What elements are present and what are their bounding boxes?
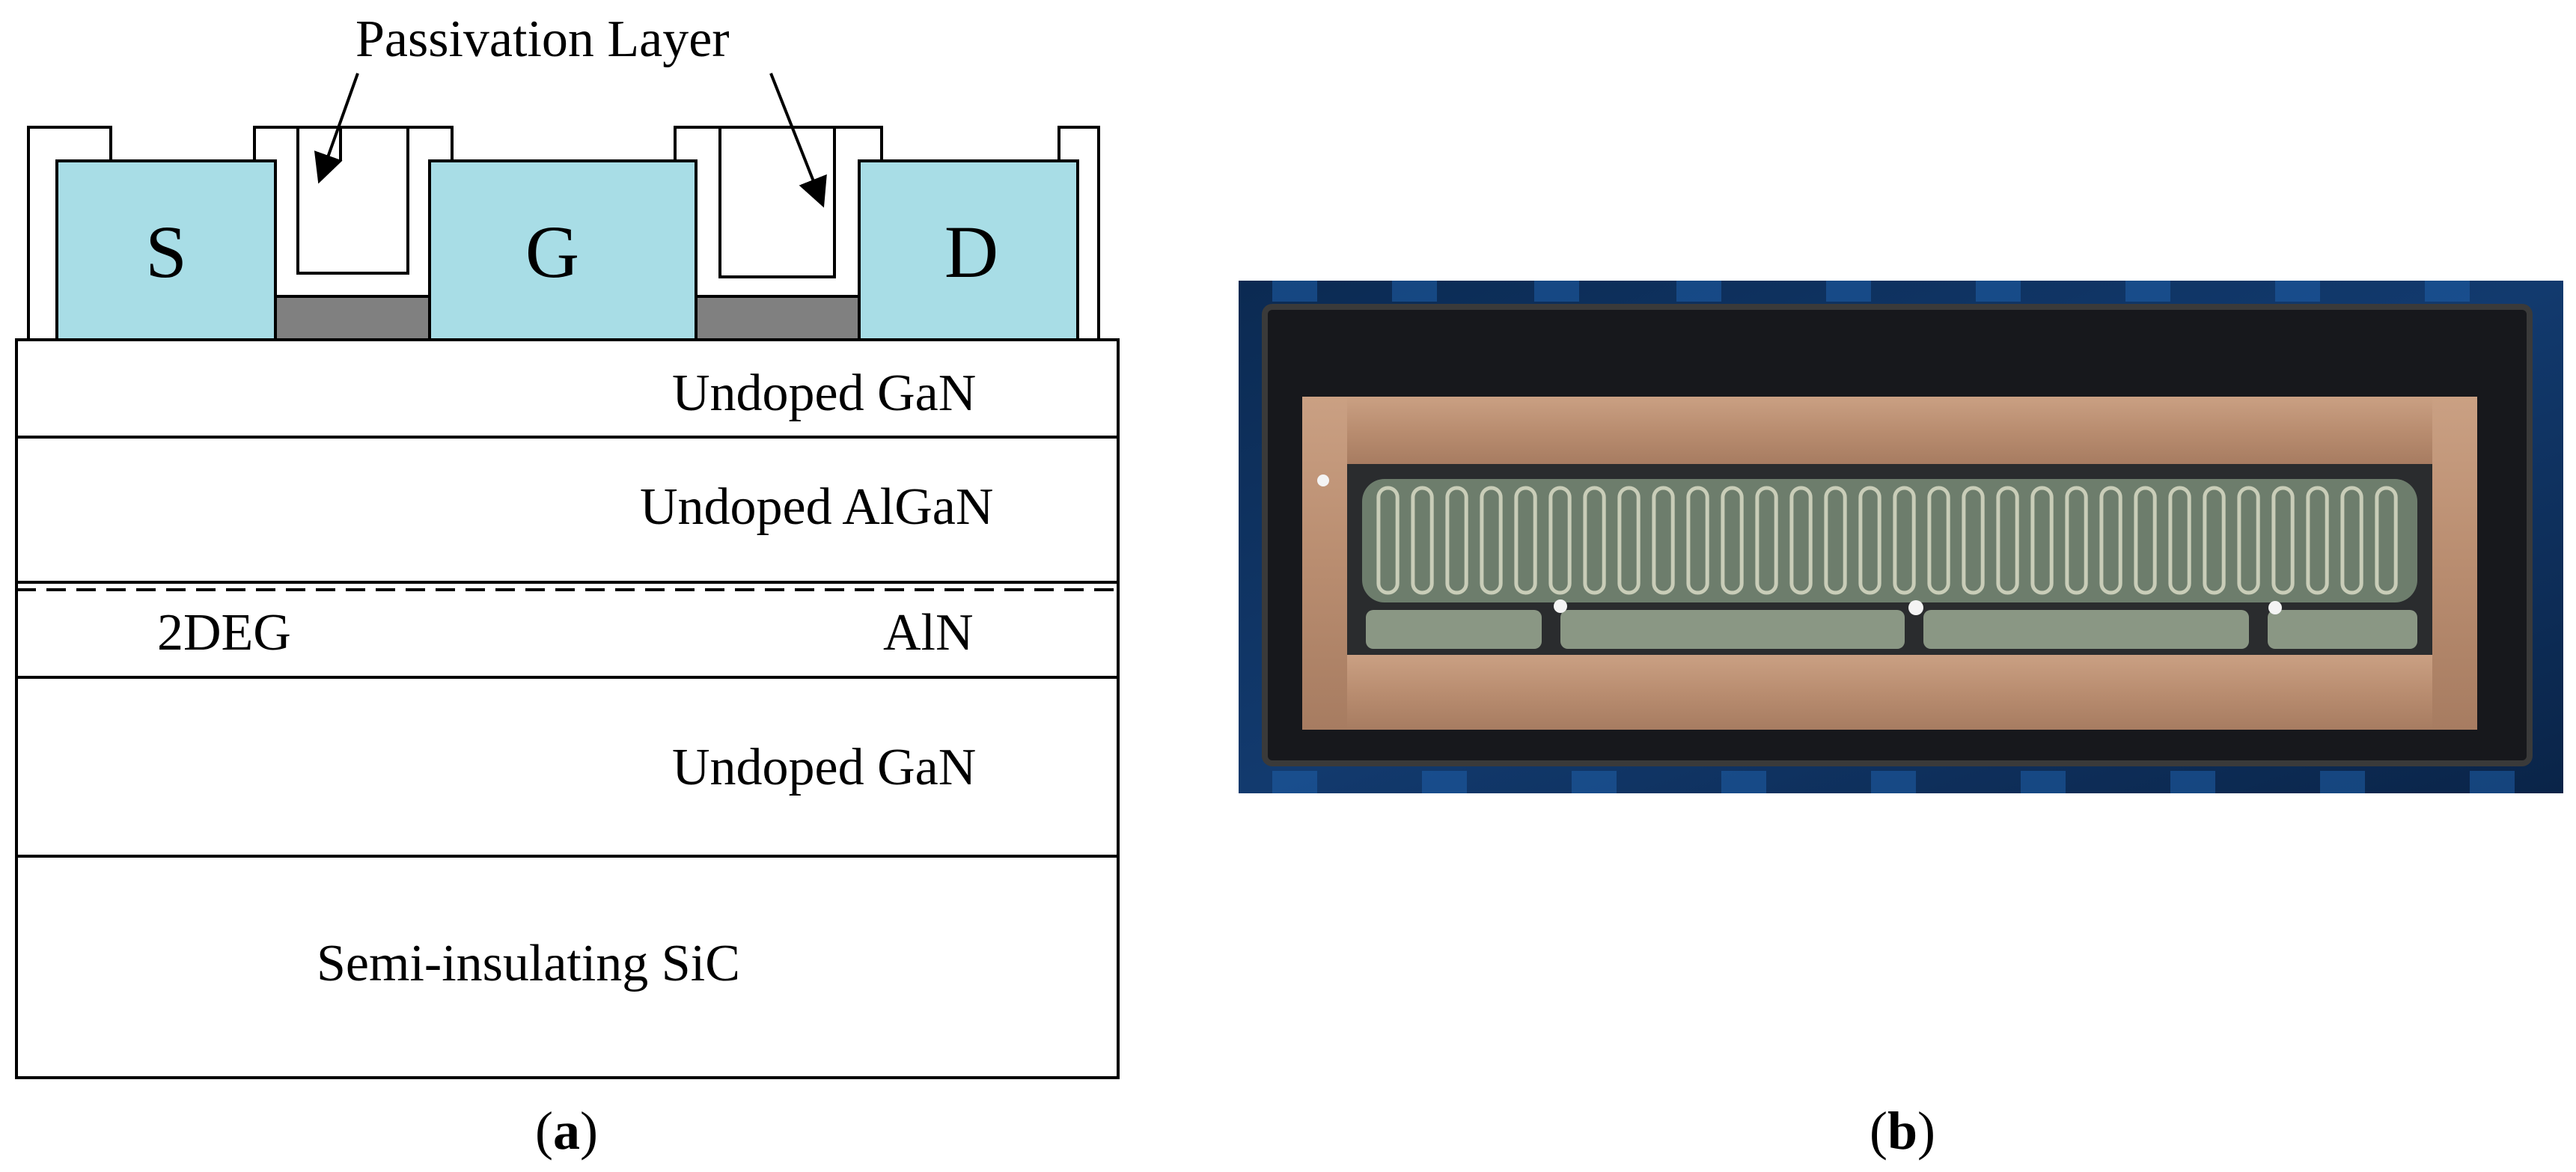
gate-finger <box>2306 486 2329 595</box>
background-stripes <box>1272 281 2515 793</box>
via-dots <box>1317 474 2282 615</box>
gate-finger <box>1583 486 1606 595</box>
source-electrode <box>55 159 277 341</box>
gate-finger <box>2203 486 2226 595</box>
gate-finger <box>1755 486 1778 595</box>
captions: (a) (b) <box>535 1101 1935 1161</box>
passivation-label: Passivation Layer <box>355 10 730 68</box>
passivation-cladding <box>27 126 1100 341</box>
gate-finger <box>1514 486 1537 595</box>
gate-finger <box>1652 486 1675 595</box>
gate-finger <box>1548 486 1572 595</box>
gate-finger <box>1376 486 1400 595</box>
gate-finger <box>2099 486 2122 595</box>
gate-finger <box>1824 486 1847 595</box>
passivation-arrow-right <box>769 73 827 208</box>
label-top-gan: Undoped GaN <box>672 364 976 422</box>
gate-finger <box>1789 486 1813 595</box>
electrodes <box>55 159 1079 341</box>
chip-copper-pads <box>1302 397 2477 730</box>
gate-finger <box>1480 486 1503 595</box>
label-aln: AlN <box>883 604 974 662</box>
right-pad <box>2432 397 2477 730</box>
layer-labels: Undoped GaN Undoped AlGaN 2DEG AlN Undop… <box>157 364 993 992</box>
panel-b-chip-photo <box>1239 281 2563 793</box>
gate-finger <box>1927 486 1950 595</box>
passivation-arrow-left <box>314 73 359 184</box>
gate-finger <box>1445 486 1468 595</box>
label-2deg: 2DEG <box>157 604 291 662</box>
gate-finger <box>1893 486 1916 595</box>
gate-finger <box>1411 486 1434 595</box>
gate-finger <box>2134 486 2157 595</box>
gate-label: G <box>525 210 579 293</box>
top-bus-pad <box>1302 397 2477 464</box>
gate-electrode <box>428 159 698 341</box>
gate-finger <box>1686 486 1709 595</box>
electrode-labels: S G D <box>145 210 998 293</box>
label-substrate: Semi-insulating SiC <box>317 935 740 992</box>
label-algan: Undoped AlGaN <box>640 478 993 536</box>
gate-finger <box>1721 486 1744 595</box>
caption-b: (b) <box>1870 1101 1935 1161</box>
gate-fingers <box>1376 486 2398 595</box>
gate-finger <box>2340 486 2363 595</box>
bottom-bus-pad <box>1302 655 2477 730</box>
panel-a-cross-section: Undoped GaN Undoped AlGaN 2DEG AlN Undop… <box>15 10 1120 1079</box>
gate-finger <box>2237 486 2260 595</box>
drain-electrode <box>858 159 1079 341</box>
gate-finger <box>2065 486 2088 595</box>
gate-finger <box>1996 486 2019 595</box>
left-pad <box>1302 397 1347 730</box>
lower-pads <box>1366 610 2417 649</box>
caption-a: (a) <box>535 1101 598 1161</box>
field-plate-source <box>274 295 448 341</box>
gate-finger <box>1617 486 1640 595</box>
gate-finger <box>2375 486 2398 595</box>
label-buffer-gan: Undoped GaN <box>672 739 976 796</box>
gate-finger <box>1962 486 1985 595</box>
source-label: S <box>145 210 187 293</box>
gate-finger <box>2271 486 2295 595</box>
gate-finger <box>2030 486 2054 595</box>
gate-finger <box>1858 486 1881 595</box>
gate-finger <box>2168 486 2191 595</box>
drain-label: D <box>944 210 998 293</box>
